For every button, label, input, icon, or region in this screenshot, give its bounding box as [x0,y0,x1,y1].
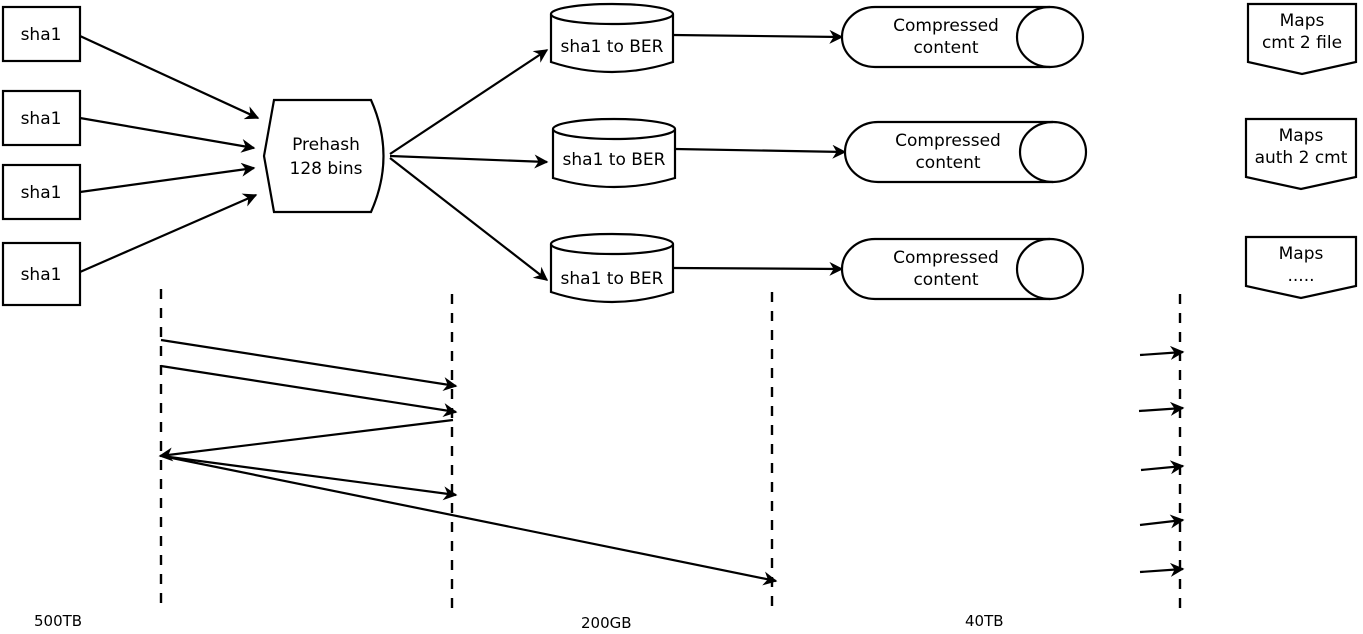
ber-store-1: sha1 to BER [549,2,675,74]
prehash-node: Prehash 128 bins [262,98,385,214]
maps-node-2-title: Maps [1279,126,1324,146]
edge-sha1-4-to-prehash [79,193,258,274]
maps-node-1-title: Maps [1280,11,1325,31]
content-store-3-title: Compressed [893,248,999,268]
stub-arrow-1 [1139,345,1185,360]
maps-node-2: Maps auth 2 cmt [1244,117,1358,191]
content-store-3: Compressed content [840,237,1085,301]
sequence-edges [158,338,778,586]
seq-edge-3-return [158,418,454,462]
content-store-3-subtitle: content [913,270,978,290]
edge-sha1-2-to-prehash [79,116,256,153]
content-store-1-title: Compressed [893,16,999,36]
edge-ber-1-to-content-1 [672,29,844,44]
seq-edge-4 [161,454,458,501]
content-store-2-subtitle: content [915,153,980,173]
edge-prehash-to-ber-3 [389,157,549,281]
edge-ber-3-to-content-3 [672,261,844,276]
edge-sha1-3-to-prehash [79,162,256,194]
content-store-2: Compressed content [843,120,1088,184]
sha1-input-1: sha1 [1,5,82,63]
ber-store-1-label: sha1 to BER [561,37,664,57]
tier-label-40tb: 40TB [965,612,1004,629]
seq-edge-2 [160,364,458,417]
stub-arrow-3 [1140,460,1185,475]
tier-label-500tb: 500TB [34,612,82,629]
tier-lines [159,289,1182,610]
prehash-title: Prehash [292,135,360,155]
tier-label-200gb: 200GB [581,614,632,629]
input-edges [79,35,260,274]
seq-edge-1 [160,338,458,391]
maps-node-2-subtitle: auth 2 cmt [1255,148,1348,168]
maps-node-3-title: Maps [1279,244,1324,264]
maps-node-1-subtitle: cmt 2 file [1262,33,1342,53]
prehash-edges [389,49,549,281]
seq-edge-5 [161,454,778,586]
sha1-input-2-label: sha1 [21,109,62,129]
content-store-1-subtitle: content [913,38,978,58]
content-store-2-title: Compressed [895,131,1001,151]
stub-arrow-5 [1139,562,1185,577]
ber-store-2-label: sha1 to BER [563,150,666,170]
maps-node-3-subtitle: ..... [1287,266,1314,286]
sha1-input-3-label: sha1 [21,183,62,203]
sha1-input-4: sha1 [1,241,82,307]
edge-sha1-1-to-prehash [79,35,260,120]
sha1-input-3: sha1 [1,163,82,221]
prehash-subtitle: 128 bins [290,159,363,179]
ber-store-2: sha1 to BER [551,117,677,189]
maps-node-1: Maps cmt 2 file [1246,2,1358,76]
sha1-input-4-label: sha1 [21,265,62,285]
stub-arrow-4 [1139,514,1185,529]
ber-store-3: sha1 to BER [549,232,675,304]
sha1-input-2: sha1 [1,89,82,147]
maps-node-3: Maps ..... [1244,235,1358,300]
content-store-1: Compressed content [840,5,1085,69]
incoming-stub-arrows [1138,345,1185,577]
edge-prehash-to-ber-2 [389,154,549,169]
ber-store-3-label: sha1 to BER [561,269,664,289]
stub-arrow-2 [1138,401,1185,416]
sha1-input-1-label: sha1 [21,25,62,45]
edge-ber-2-to-content-2 [674,144,847,159]
ber-edges [672,29,847,276]
edge-prehash-to-ber-1 [389,49,549,155]
